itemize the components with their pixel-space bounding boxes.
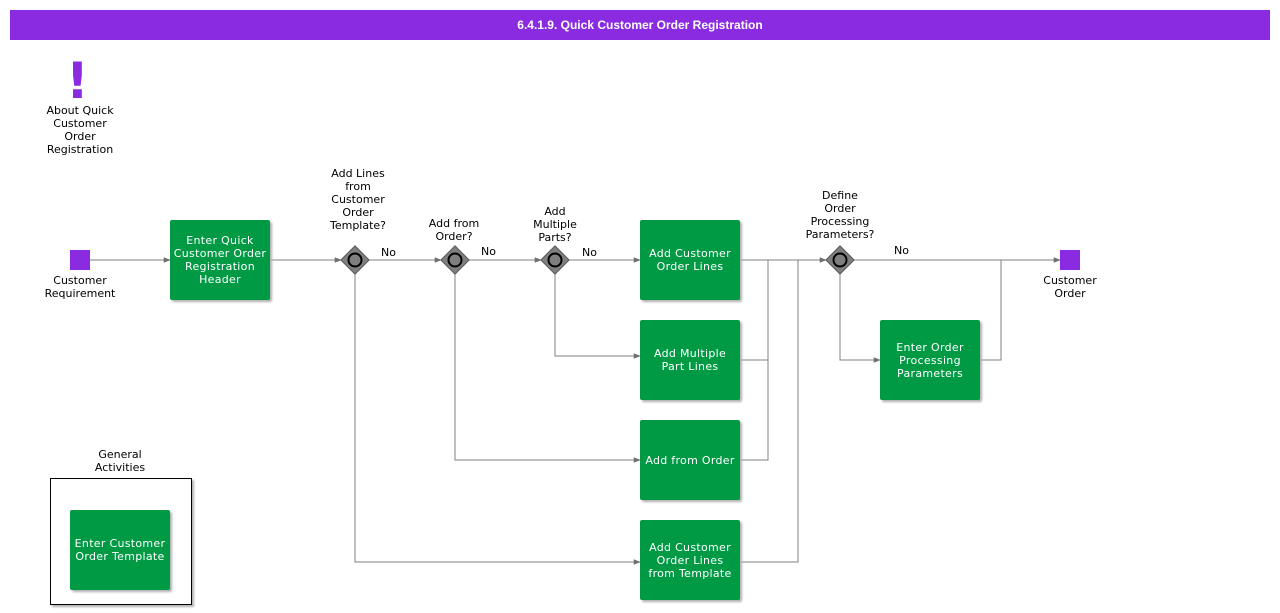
gateway-g2-label: Add from Order? (428, 217, 480, 243)
flow-g4-to-params (839, 274, 881, 363)
flow-g3-to-add-multi (554, 274, 641, 359)
task-enter-order-processing-parameters[interactable]: Enter Order Processing Parameters (880, 320, 980, 400)
flow-g2-to-add-from-order (454, 274, 641, 463)
flow-params-to-end (980, 260, 1002, 361)
exclamation-icon[interactable]: ! (66, 52, 89, 110)
group-label: General Activities (94, 448, 146, 474)
end-event-label: Customer Order (1043, 274, 1097, 300)
gateway-g3-label: Add Multiple Parts? (533, 205, 577, 244)
flow-label-no-4: No (894, 244, 909, 257)
start-event[interactable] (70, 250, 90, 270)
flow-label-no-2: No (481, 245, 496, 258)
gateway-g1-label: Add Lines from Customer Order Template? (329, 167, 387, 232)
start-event-label: Customer Requirement (44, 274, 116, 300)
task-add-lines-from-template[interactable]: Add Customer Order Lines from Template (640, 520, 740, 600)
task-enter-header[interactable]: Enter Quick Customer Order Registration … (170, 220, 270, 300)
task-add-customer-order-lines[interactable]: Add Customer Order Lines (640, 220, 740, 300)
general-activities-group (50, 478, 192, 605)
task-enter-customer-order-template[interactable]: Enter Customer Order Template (70, 510, 170, 590)
gateway-g4[interactable] (825, 245, 855, 275)
task-add-from-order[interactable]: Add from Order (640, 420, 740, 500)
task-add-multiple-part-lines[interactable]: Add Multiple Part Lines (640, 320, 740, 400)
flow-label-no-3: No (582, 246, 597, 259)
gateway-g4-label: Define Order Processing Parameters? (805, 189, 875, 241)
flow-label-no-1: No (381, 246, 396, 259)
flow-add-from-template-merge (740, 260, 799, 563)
flow-g1-to-add-from-template (354, 274, 641, 565)
end-event[interactable] (1060, 250, 1080, 270)
diagram-title: 6.4.1.9. Quick Customer Order Registrati… (10, 10, 1270, 40)
gateway-g3[interactable] (540, 245, 570, 275)
flow-add-multi-merge (740, 260, 769, 361)
flow-add-from-order-merge (740, 260, 769, 461)
gateway-g2[interactable] (440, 245, 470, 275)
about-label: About Quick Customer Order Registration (46, 104, 114, 156)
gateway-g1[interactable] (340, 245, 370, 275)
